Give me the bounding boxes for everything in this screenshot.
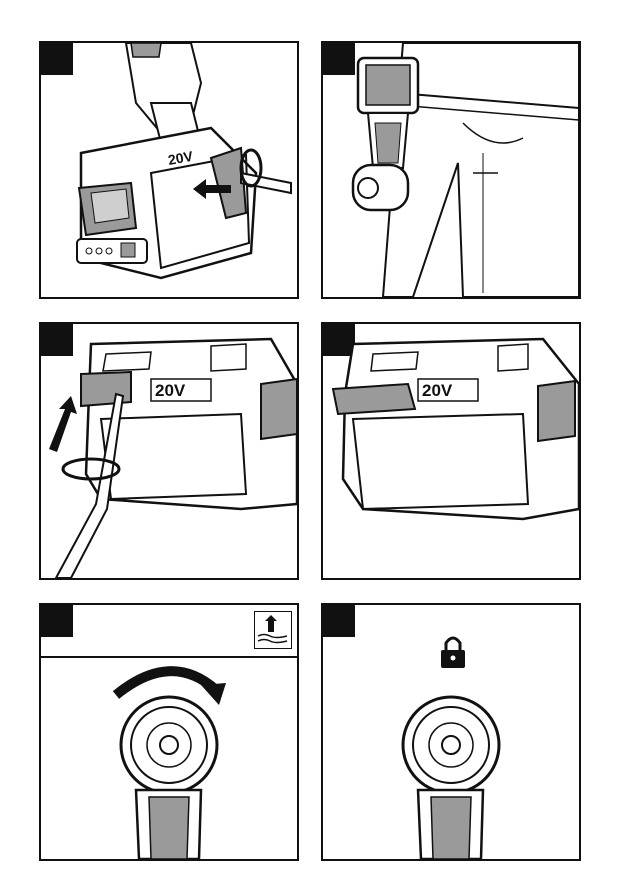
panel-6: [321, 603, 581, 861]
clip-removal-illustration: 20V: [41, 324, 297, 578]
clip-detached-illustration: 20V: [323, 324, 579, 578]
panel-4: 20V: [321, 322, 581, 580]
padlock-icon: [441, 638, 465, 668]
panel-1: 20V: [39, 41, 299, 299]
panel-2: [321, 41, 581, 299]
battery-voltage-label: 20V: [422, 381, 453, 400]
battery-voltage-label: 20V: [155, 381, 186, 400]
panel-5: [39, 603, 299, 861]
drill-clip-illustration: 20V: [41, 43, 297, 297]
belt-hang-illustration: [323, 43, 579, 297]
collar-rotate-illustration: [41, 605, 297, 859]
collar-locked-illustration: [323, 605, 579, 859]
panel-3: 20V: [39, 322, 299, 580]
